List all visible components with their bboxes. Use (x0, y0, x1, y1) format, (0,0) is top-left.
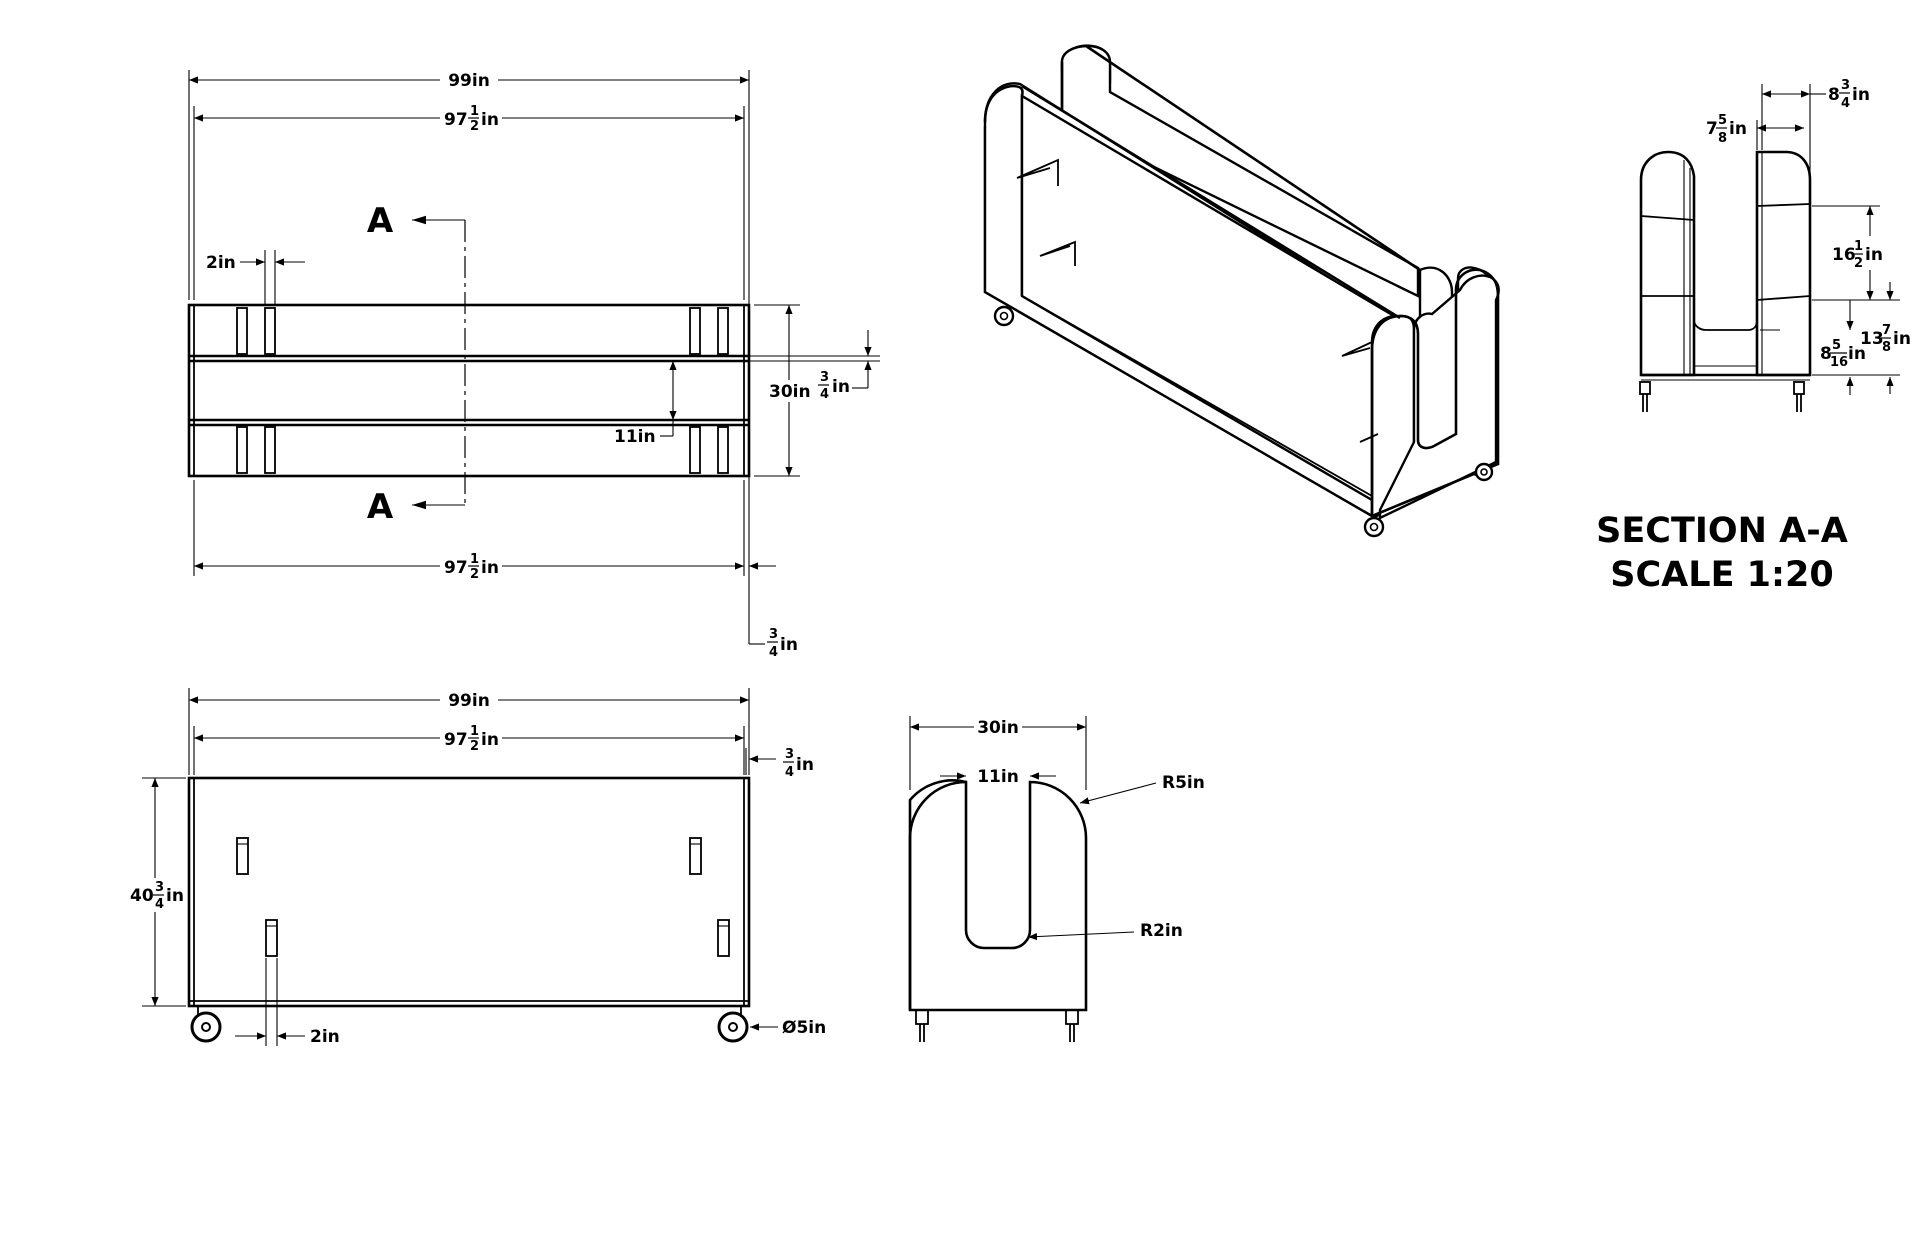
svg-text:3: 3 (769, 627, 778, 642)
section-title: SECTION A-A (1596, 511, 1848, 551)
section-marker-bottom: A (367, 487, 394, 527)
svg-text:5: 5 (1832, 338, 1841, 353)
svg-text:16: 16 (1830, 355, 1848, 370)
side-view-casters (915, 1009, 1079, 1042)
dim-front-height: 40 3 4 in (130, 880, 184, 912)
top-view: A A 99in 97 1 2 in 2in 30in (187, 70, 880, 660)
section-left-wall (1639, 150, 1696, 377)
dim-front-inner-width: 97 1 2 in (444, 724, 499, 754)
svg-text:16: 16 (1832, 245, 1856, 265)
dim-inner-radius: R2in (1140, 921, 1183, 941)
front-view: 99in 97 1 2 in 3 4 in 40 3 (128, 688, 826, 1047)
dim-side-slot-width: 11in (977, 767, 1019, 787)
svg-text:1: 1 (470, 104, 479, 119)
dim-section-base-height: 8 5 16 in (1820, 338, 1866, 370)
svg-text:97: 97 (444, 110, 468, 130)
svg-text:8: 8 (1882, 340, 1891, 355)
svg-text:2: 2 (1854, 256, 1863, 271)
svg-text:2: 2 (470, 119, 479, 134)
svg-text:3: 3 (1841, 78, 1850, 93)
caster-right (717, 1006, 749, 1043)
svg-text:in: in (1893, 329, 1911, 349)
svg-text:in: in (1729, 119, 1747, 139)
svg-text:in: in (481, 730, 499, 750)
front-view-brackets (236, 837, 730, 957)
svg-text:2: 2 (470, 739, 479, 754)
svg-text:5: 5 (1718, 113, 1727, 128)
dim-top-overall-width: 99in (448, 71, 490, 91)
svg-text:3: 3 (820, 370, 829, 385)
svg-text:97: 97 (444, 558, 468, 578)
svg-text:in: in (481, 558, 499, 578)
svg-text:in: in (832, 377, 850, 397)
svg-text:in: in (1848, 344, 1866, 364)
dim-outer-radius: R5in (1162, 773, 1205, 793)
svg-text:97: 97 (444, 730, 468, 750)
section-scale: SCALE 1:20 (1610, 555, 1833, 595)
dim-front-overall-width: 99in (448, 691, 490, 711)
dim-section-slot-offset: 7 5 8 in (1706, 113, 1747, 146)
svg-text:1: 1 (470, 552, 479, 567)
svg-text:8: 8 (1828, 85, 1840, 105)
svg-text:7: 7 (1706, 119, 1718, 139)
dim-top-depth: 30in (769, 382, 811, 402)
svg-text:8: 8 (1820, 344, 1832, 364)
dim-top-panel-thickness: 3 4 in (818, 370, 850, 402)
svg-text:4: 4 (769, 645, 778, 660)
side-view-outline (908, 780, 1088, 1012)
svg-text:in: in (166, 886, 184, 906)
svg-text:in: in (1865, 245, 1883, 265)
svg-text:1: 1 (1854, 239, 1863, 254)
dim-caster-diameter: Ø5in (782, 1018, 826, 1038)
isometric-view (983, 44, 1500, 538)
svg-text:4: 4 (155, 897, 164, 912)
svg-text:4: 4 (820, 387, 829, 402)
top-view-outline (187, 303, 751, 478)
dim-section-top-offset: 8 3 4 in (1828, 78, 1870, 111)
dim-top-inner-width-bottom: 97 1 2 in (444, 552, 499, 582)
svg-text:in: in (481, 110, 499, 130)
svg-text:4: 4 (1841, 96, 1850, 111)
dim-top-slot-width: 2in (206, 253, 236, 273)
svg-text:2: 2 (470, 567, 479, 582)
dim-front-side-thickness: 3 4 in (783, 747, 814, 780)
svg-text:1: 1 (470, 724, 479, 739)
svg-text:3: 3 (785, 747, 794, 762)
svg-text:4: 4 (785, 765, 794, 780)
svg-text:3: 3 (155, 880, 164, 895)
isometric-brackets (1016, 158, 1379, 443)
dim-side-depth: 30in (977, 718, 1019, 738)
isometric-casters (993, 305, 1494, 538)
svg-text:in: in (796, 755, 814, 775)
dim-top-channel-width: 11in (614, 427, 656, 447)
dim-section-upper-height: 16 1 2 in (1832, 239, 1883, 271)
svg-text:7: 7 (1882, 323, 1891, 338)
svg-text:in: in (780, 635, 798, 655)
caster-left (190, 1006, 222, 1043)
svg-text:8: 8 (1718, 131, 1727, 146)
dim-front-slot-width: 2in (310, 1027, 340, 1047)
section-casters (1639, 381, 1805, 412)
top-view-brackets (236, 307, 729, 474)
front-view-outline (187, 776, 751, 1008)
svg-text:13: 13 (1860, 329, 1884, 349)
section-right-wall (1755, 150, 1812, 377)
section-marker-top: A (367, 201, 394, 241)
dim-top-edge-offset: 3 4 in (767, 627, 798, 660)
side-view: 30in 11in R5in R2in (908, 716, 1205, 1042)
svg-text:in: in (1852, 85, 1870, 105)
svg-text:40: 40 (130, 886, 154, 906)
dim-section-lower-height: 13 7 8 in (1860, 323, 1911, 355)
dim-top-inner-width: 97 1 2 in (444, 104, 499, 134)
section-view: 8 3 4 in 7 5 8 in 16 1 2 in (1596, 78, 1911, 595)
